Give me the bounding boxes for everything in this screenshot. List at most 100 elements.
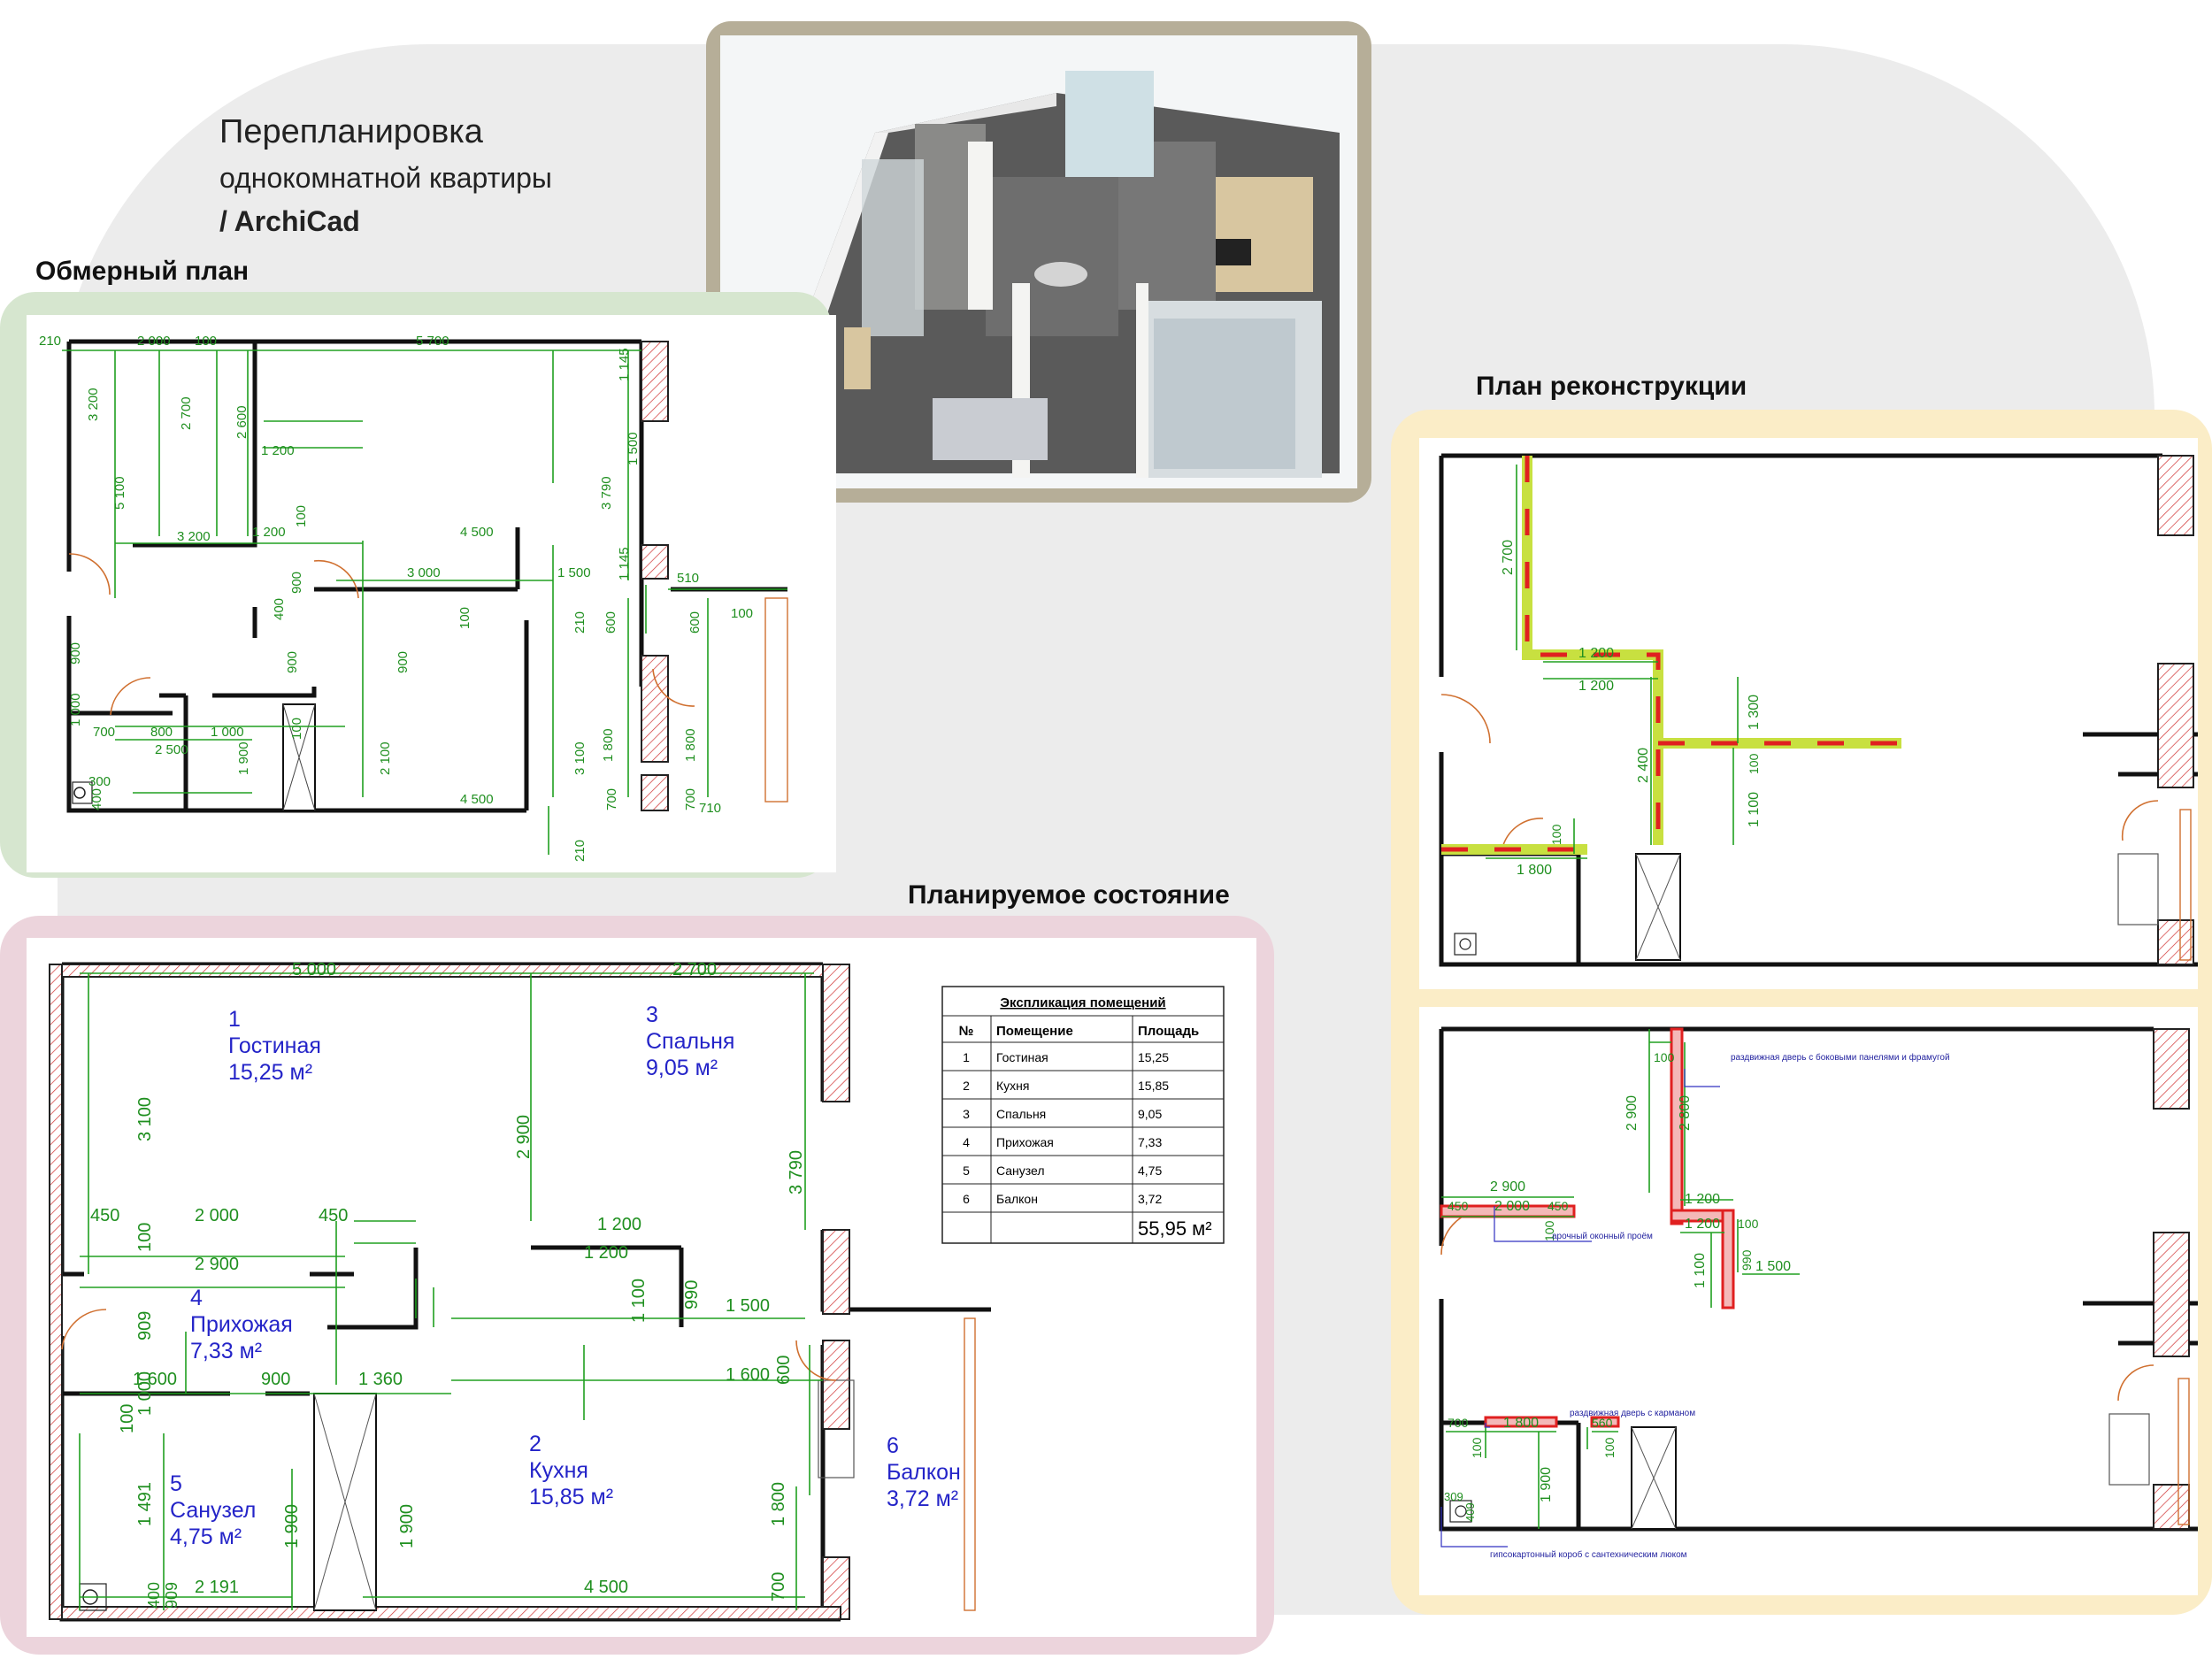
dim-label: 600 (774, 1356, 794, 1385)
dim-label: 100 (294, 505, 309, 527)
explication-header: Помещение (996, 1024, 1073, 1039)
dim-label: 990 (682, 1280, 702, 1310)
title-line-1: Перепланировка (219, 113, 483, 150)
svg-text:4: 4 (190, 1286, 203, 1310)
measured-plan-drawing: 210 2 000 100 5 700 1 145 3 200 2 700 2 … (27, 315, 836, 872)
title-line-3: / ArchiCad (219, 205, 360, 237)
dim-label: 450 (90, 1206, 119, 1225)
dim-label: 1 500 (726, 1296, 770, 1316)
room-label-living: 1 Гостиная 15,25 м² (228, 1007, 321, 1085)
explication-cell: 15,25 (1138, 1050, 1169, 1064)
explication-cell: 2 (963, 1079, 970, 1093)
dim-label: 2 700 (672, 960, 717, 979)
dim-label: 2 100 (378, 741, 393, 775)
dim-label: 1 900 (1539, 1467, 1554, 1502)
wall-hatch (822, 1229, 850, 1315)
planned-plan-frame: 5 000 2 700 3 100 2 900 3 790 450 2 000 … (0, 916, 1274, 1655)
dim-label: 100 (1542, 1220, 1556, 1241)
dim-label: 1 800 (601, 728, 616, 762)
wall-hatch (2153, 1232, 2190, 1357)
svg-text:3: 3 (646, 1002, 658, 1027)
dim-label: 1 900 (282, 1504, 302, 1548)
svg-text:7,33 м²: 7,33 м² (190, 1339, 262, 1363)
planned-plan-drawing: 5 000 2 700 3 100 2 900 3 790 450 2 000 … (27, 938, 1256, 1637)
dim-label: 100 (457, 607, 472, 629)
dim-label: 3 100 (135, 1097, 155, 1141)
wall-hatch (822, 964, 850, 1102)
dim-label: 3 790 (599, 476, 614, 510)
dim-label: 1 200 (252, 525, 286, 540)
dim-label: 100 (118, 1404, 137, 1433)
dim-label: 100 (1549, 824, 1563, 845)
dim-label: 700 (769, 1572, 788, 1601)
dim-label: 3 100 (572, 741, 588, 775)
demolition-plan-drawing: 2 700 1 200 1 200 1 300 2 400 100 1 100 … (1419, 438, 2198, 989)
dim-label: 1 900 (397, 1504, 417, 1548)
page-title: Перепланировка однокомнатной квартиры / … (219, 113, 552, 238)
dim-label: 1 491 (135, 1482, 155, 1526)
room-label-balcony: 6 Балкон 3,72 м² (887, 1433, 961, 1511)
dim-label: 309 (1444, 1490, 1463, 1503)
construction-plan-drawing: 100 2 900 2 800 2 900 450 2 000 450 100 … (1419, 1007, 2198, 1595)
dim-label: 1 360 (358, 1370, 403, 1389)
wall-hatch (2157, 455, 2194, 536)
dim-label: 2 000 (137, 334, 171, 349)
wall-hatch (641, 655, 669, 763)
dim-label: 2 900 (1624, 1095, 1640, 1131)
dim-label: 2 900 (514, 1115, 534, 1159)
dim-label: 700 (1448, 1416, 1469, 1430)
wall-hatch (2153, 1028, 2190, 1110)
explication-cell: 3,72 (1138, 1192, 1162, 1206)
dim-label: 1 000 (211, 725, 244, 740)
dim-label: 450 (319, 1206, 348, 1225)
svg-text:2: 2 (529, 1432, 541, 1456)
dim-label: 1 200 (597, 1215, 641, 1234)
svg-text:Спальня: Спальня (646, 1029, 734, 1054)
explication-cell: Балкон (996, 1192, 1038, 1206)
dim-label: 1 200 (584, 1243, 628, 1263)
dim-label: 210 (572, 840, 588, 862)
note-pocket-door: раздвижная дверь с карманом (1570, 1409, 1695, 1418)
dim-label: 100 (1602, 1437, 1617, 1458)
dim-label: 510 (677, 571, 699, 586)
measured-plan-label: Обмерный план (35, 257, 250, 286)
dim-label: 1 800 (683, 728, 698, 762)
svg-text:Прихожая: Прихожая (190, 1312, 293, 1337)
explication-cell: 4 (963, 1135, 970, 1149)
dim-label: 100 (1654, 1050, 1675, 1064)
dim-label: 1 800 (769, 1482, 788, 1526)
explication-title: Экспликация помещений (1000, 995, 1165, 1010)
dim-label: 990 (1740, 1249, 1754, 1271)
dim-label: 1 100 (1693, 1253, 1708, 1288)
wall-hatch (2153, 1484, 2190, 1530)
dim-label: 3 200 (177, 529, 211, 544)
dim-label: 1 000 (68, 693, 83, 726)
dim-label: 1 200 (1578, 646, 1614, 661)
dim-label: 1 300 (1747, 695, 1762, 730)
explication-cell: 1 (963, 1050, 970, 1064)
dim-label: 3 790 (787, 1150, 806, 1194)
dim-label: 3 200 (86, 388, 101, 421)
svg-text:Гостиная: Гостиная (228, 1033, 321, 1058)
title-line-2: однокомнатной квартиры (219, 162, 552, 194)
render-3d-view (720, 35, 1357, 488)
dim-label: 1 200 (1685, 1217, 1720, 1232)
dim-label: 1 200 (1578, 679, 1614, 694)
dim-label: 1 200 (1685, 1192, 1720, 1207)
dim-label: 400 (89, 788, 104, 810)
svg-text:15,85 м²: 15,85 м² (529, 1485, 613, 1509)
dim-label: 5 700 (416, 334, 449, 349)
svg-text:Санузел: Санузел (170, 1498, 256, 1523)
room-label-kitchen: 2 Кухня 15,85 м² (529, 1432, 613, 1509)
dim-label: 560 (1592, 1416, 1613, 1430)
dim-label: 2 900 (1490, 1179, 1525, 1194)
dim-label: 2 400 (1636, 748, 1651, 783)
explication-cell: 7,33 (1138, 1135, 1162, 1149)
explication-cell: 3 (963, 1107, 970, 1121)
reconstruction-plan-frame: 2 700 1 200 1 200 1 300 2 400 100 1 100 … (1391, 410, 2212, 1615)
dim-label: 1 200 (261, 443, 295, 458)
note-sliding-panels: раздвижная дверь с боковыми панелями и ф… (1731, 1052, 1950, 1063)
dim-label: 1 145 (617, 348, 632, 381)
dim-label: 600 (603, 611, 618, 634)
dim-label: 2 191 (195, 1578, 239, 1597)
